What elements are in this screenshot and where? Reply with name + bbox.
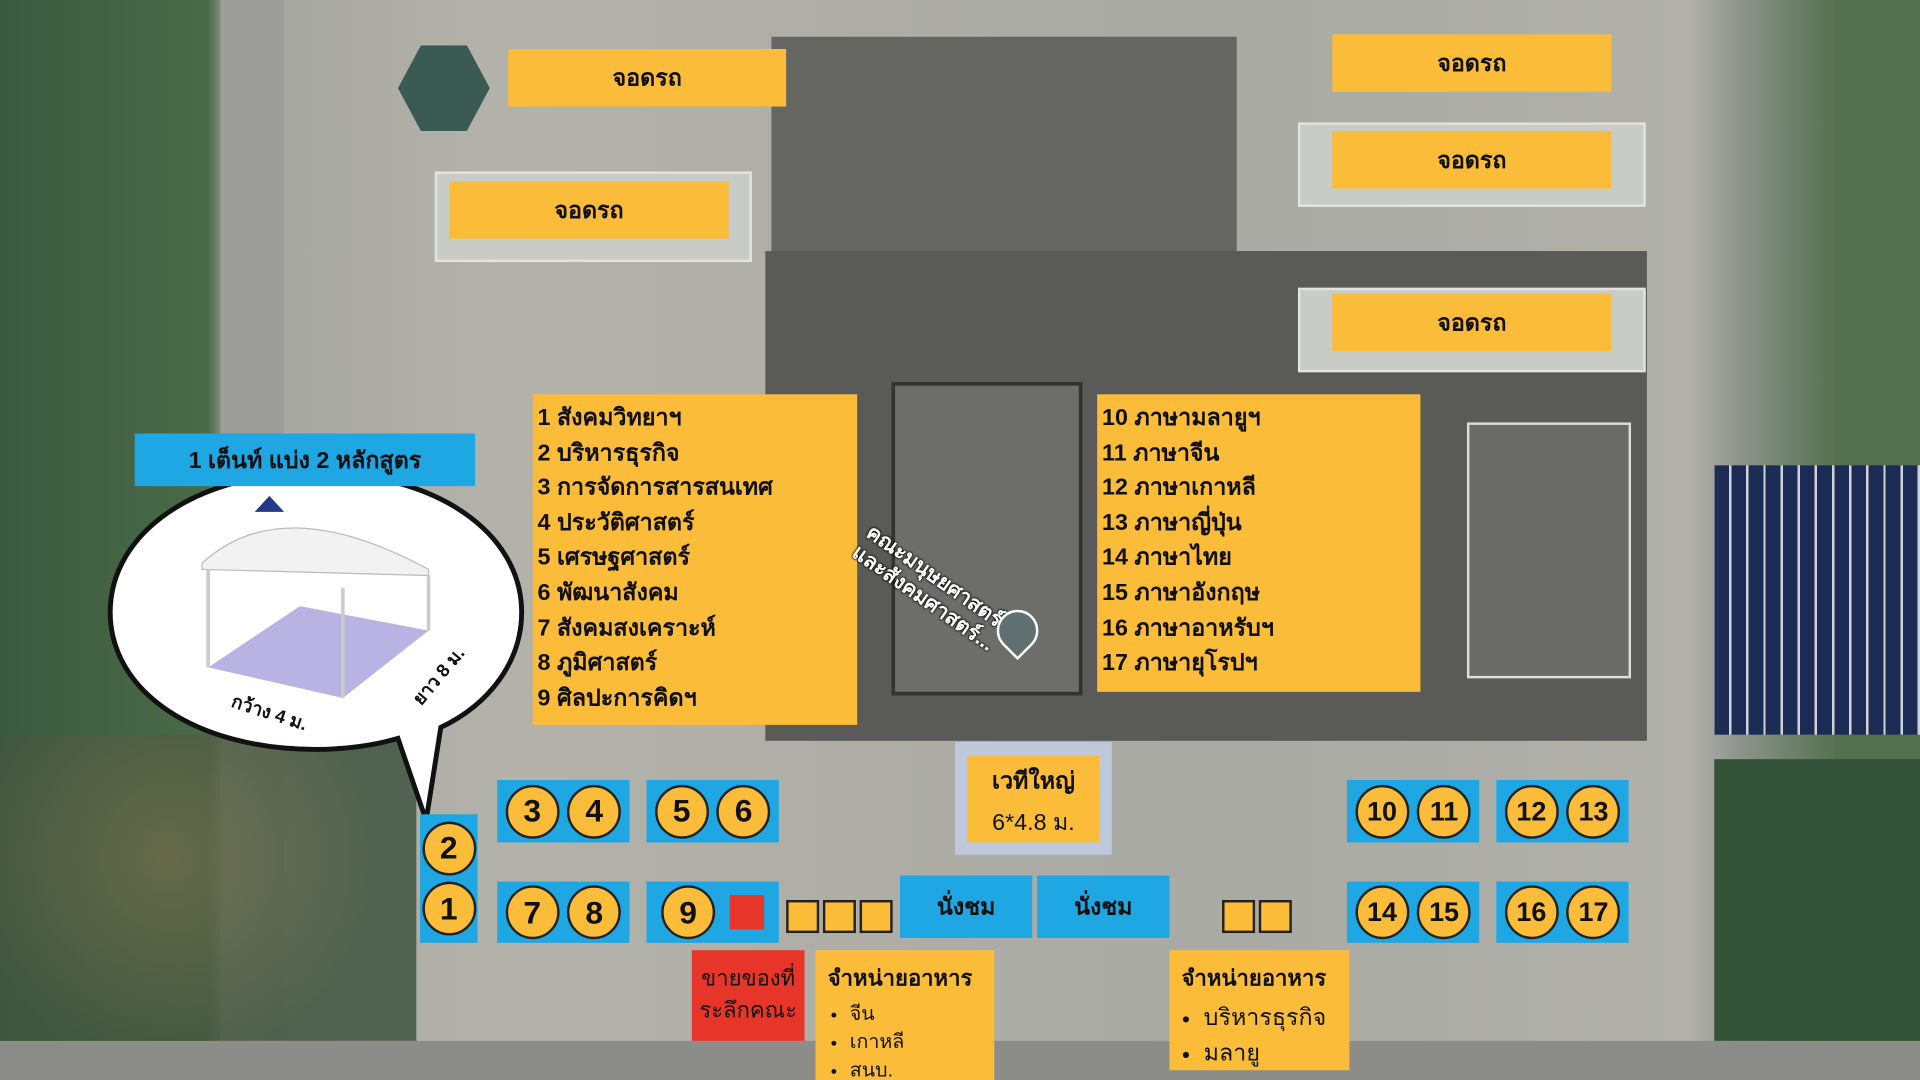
- booth-number[interactable]: 8: [567, 885, 622, 940]
- food-item: เกาหลี: [850, 1029, 982, 1057]
- program-item: 6 พัฒนาสังคม: [537, 580, 679, 607]
- booth-tent-5-6: 5 6: [646, 780, 779, 843]
- seating-area: นั่งชม: [900, 875, 1033, 938]
- booth-tent-3-4: 3 4: [497, 780, 630, 843]
- solar-panels: [1714, 465, 1920, 735]
- food-item: บริหารธุรกิจ: [1204, 1000, 1337, 1036]
- program-item: 9 ศิลปะการคิดฯ: [537, 685, 697, 712]
- booth-tent-7-8: 7 8: [497, 881, 630, 943]
- tent-illustration: [201, 495, 431, 698]
- booth-number[interactable]: 7: [505, 885, 560, 940]
- food-stall: [786, 900, 820, 934]
- booth-number[interactable]: 2: [421, 821, 476, 876]
- booth-tent-16-17: 16 17: [1496, 881, 1629, 943]
- program-item: 4 ประวัติศาสตร์: [537, 510, 695, 537]
- booth-number[interactable]: 11: [1417, 784, 1472, 839]
- food-sales-left: จำหน่ายอาหาร จีน เกาหลี สนบ.: [815, 950, 995, 1080]
- booth-tent-1-2: 2 1: [420, 814, 478, 943]
- booth-tent-9: 9: [646, 881, 779, 943]
- booth-number[interactable]: 12: [1504, 784, 1559, 839]
- parking-label: จอดรถ: [508, 48, 787, 107]
- booth-number[interactable]: 16: [1504, 885, 1559, 940]
- stage-size: 6*4.8 ม.: [992, 810, 1075, 837]
- building-roof: [891, 382, 1083, 696]
- booth-number[interactable]: 15: [1417, 885, 1472, 940]
- food-item: สนบ.: [850, 1057, 982, 1080]
- program-item: 7 สังคมสงเคราะห์: [537, 615, 716, 642]
- program-list-right: 10 ภาษามลายูฯ 11 ภาษาจีน 12 ภาษาเกาหลี 1…: [1097, 394, 1421, 692]
- food-title: จำหน่ายอาหาร: [827, 966, 973, 991]
- booth-number[interactable]: 9: [661, 885, 716, 940]
- program-item: 1 สังคมวิทยาฯ: [537, 405, 682, 432]
- booth-number[interactable]: 13: [1566, 784, 1621, 839]
- program-item: 12 ภาษาเกาหลี: [1102, 475, 1256, 502]
- program-item: 13 ภาษาญี่ปุ่น: [1102, 510, 1242, 537]
- program-item: 8 ภูมิศาสตร์: [537, 650, 658, 677]
- booth-tent-12-13: 12 13: [1496, 780, 1629, 843]
- trees: [0, 734, 417, 1041]
- hexagon-structure: [397, 45, 490, 132]
- stage-title: เวทีใหญ่: [992, 768, 1075, 795]
- food-stall: [859, 900, 893, 934]
- booth-number[interactable]: 14: [1355, 885, 1409, 940]
- booth-tent-14-15: 14 15: [1346, 881, 1480, 943]
- souvenir-line: ขายของที่: [701, 966, 796, 991]
- food-item: มลายู: [1204, 1036, 1337, 1072]
- booth-number[interactable]: 1: [421, 882, 476, 936]
- trees: [1714, 759, 1920, 1041]
- tent-note-title: 1 เต็นท์ แบ่ง 2 หลักสูตร: [134, 433, 476, 487]
- food-stall: [822, 900, 856, 934]
- program-item: 3 การจัดการสารสนเทศ: [537, 475, 773, 502]
- parking-label: จอดรถ: [1332, 293, 1612, 352]
- program-item: 14 ภาษาไทย: [1102, 545, 1232, 572]
- souvenir-marker: [729, 895, 765, 930]
- building-roof: [1466, 422, 1632, 679]
- parking-label: จอดรถ: [1332, 34, 1612, 92]
- booth-number[interactable]: 3: [505, 784, 560, 839]
- booth-number[interactable]: 4: [567, 784, 622, 839]
- program-list-left: 1 สังคมวิทยาฯ 2 บริหารธุรกิจ 3 การจัดการ…: [532, 394, 858, 725]
- program-item: 11 ภาษาจีน: [1102, 440, 1220, 467]
- building-roof: [771, 36, 1237, 270]
- food-item: จีน: [850, 1000, 982, 1028]
- speech-bubble: [107, 470, 525, 822]
- parking-label: จอดรถ: [1332, 131, 1612, 189]
- parking-label: จอดรถ: [449, 181, 729, 239]
- food-stall: [1258, 900, 1292, 934]
- program-item: 16 ภาษาอาหรับฯ: [1102, 615, 1274, 642]
- booth-tent-10-11: 10 11: [1346, 780, 1480, 843]
- program-item: 10 ภาษามลายูฯ: [1102, 405, 1261, 432]
- souvenir-line: ระลึกคณะ: [699, 997, 797, 1023]
- food-title: จำหน่ายอาหาร: [1181, 966, 1327, 991]
- booth-number[interactable]: 6: [716, 784, 771, 839]
- booth-number[interactable]: 5: [654, 784, 709, 839]
- booth-number[interactable]: 10: [1355, 784, 1409, 839]
- food-stall: [1222, 900, 1256, 934]
- booth-number[interactable]: 17: [1566, 885, 1621, 940]
- program-item: 2 บริหารธุรกิจ: [537, 440, 680, 467]
- program-item: 5 เศรษฐศาสตร์: [537, 545, 690, 572]
- main-stage-label: เวทีใหญ่ 6*4.8 ม.: [967, 755, 1100, 843]
- souvenir-shop: ขายของที่ ระลึกคณะ: [691, 950, 805, 1041]
- program-item: 17 ภาษายุโรปฯ: [1102, 650, 1258, 677]
- seating-area: นั่งชม: [1037, 875, 1170, 938]
- program-item: 15 ภาษาอังกฤษ: [1102, 580, 1261, 607]
- food-sales-right: จำหน่ายอาหาร บริหารธุรกิจ มลายู: [1169, 950, 1350, 1072]
